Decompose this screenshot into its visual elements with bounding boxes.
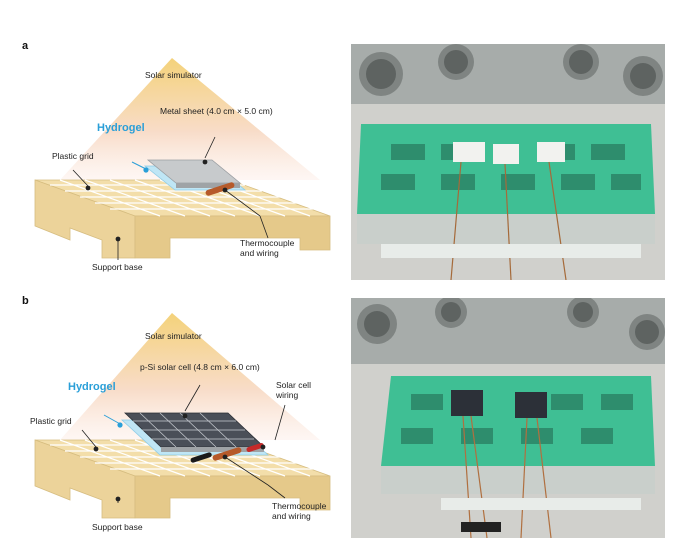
thermocouple-wire [205,182,235,196]
thermocouple-label-b-line2: and wiring [272,510,311,521]
solar-simulator-label-a: Solar simulator [145,70,202,80]
solar-simulator-label-b: Solar simulator [145,331,202,341]
schematic-b-drawing [34,313,331,519]
thermocouple-label-a-line1: Thermocouple [240,238,295,248]
panel-letter-b: b [22,295,29,307]
hydrogel-label-b: Hydrogel [68,381,116,393]
support-base-label-a: Support base [92,262,143,272]
light-cone [60,313,320,440]
metal-sheet-label: Metal sheet (4.0 cm × 5.0 cm) [160,106,273,116]
thermocouple-label-b: Thermocouple and wiring [272,501,327,522]
support-base-label-b: Support base [92,522,143,532]
solar-wiring-label: Solar cell wiring [276,380,311,401]
photo-b [351,298,665,538]
thermocouple-wire [212,447,242,461]
solar-cell-label: p-Si solar cell (4.8 cm × 6.0 cm) [140,362,260,372]
panel-letter-a: a [22,40,29,52]
photo-b-drawing [351,298,665,538]
hydrogel-label-a: Hydrogel [97,122,145,134]
plastic-grid-label-b: Plastic grid [30,416,72,426]
light-cone [60,58,320,180]
plastic-grid-label-a: Plastic grid [52,151,94,161]
thermocouple-label-a: Thermocouple and wiring [240,238,295,259]
photo-a [351,44,665,280]
schematic-a-drawing [34,58,331,260]
schematic-a: Solar simulator Metal sheet (4.0 cm × 5.… [0,40,340,290]
thermocouple-label-b-line1: Thermocouple [272,501,327,511]
photo-a-drawing [351,44,665,280]
thermocouple-label-a-line2: and wiring [240,247,279,258]
schematic-b: Solar simulator p-Si solar cell (4.8 cm … [0,295,340,545]
solar-wiring-label-line2: wiring [276,389,299,400]
solar-wiring-label-line1: Solar cell [276,380,311,390]
